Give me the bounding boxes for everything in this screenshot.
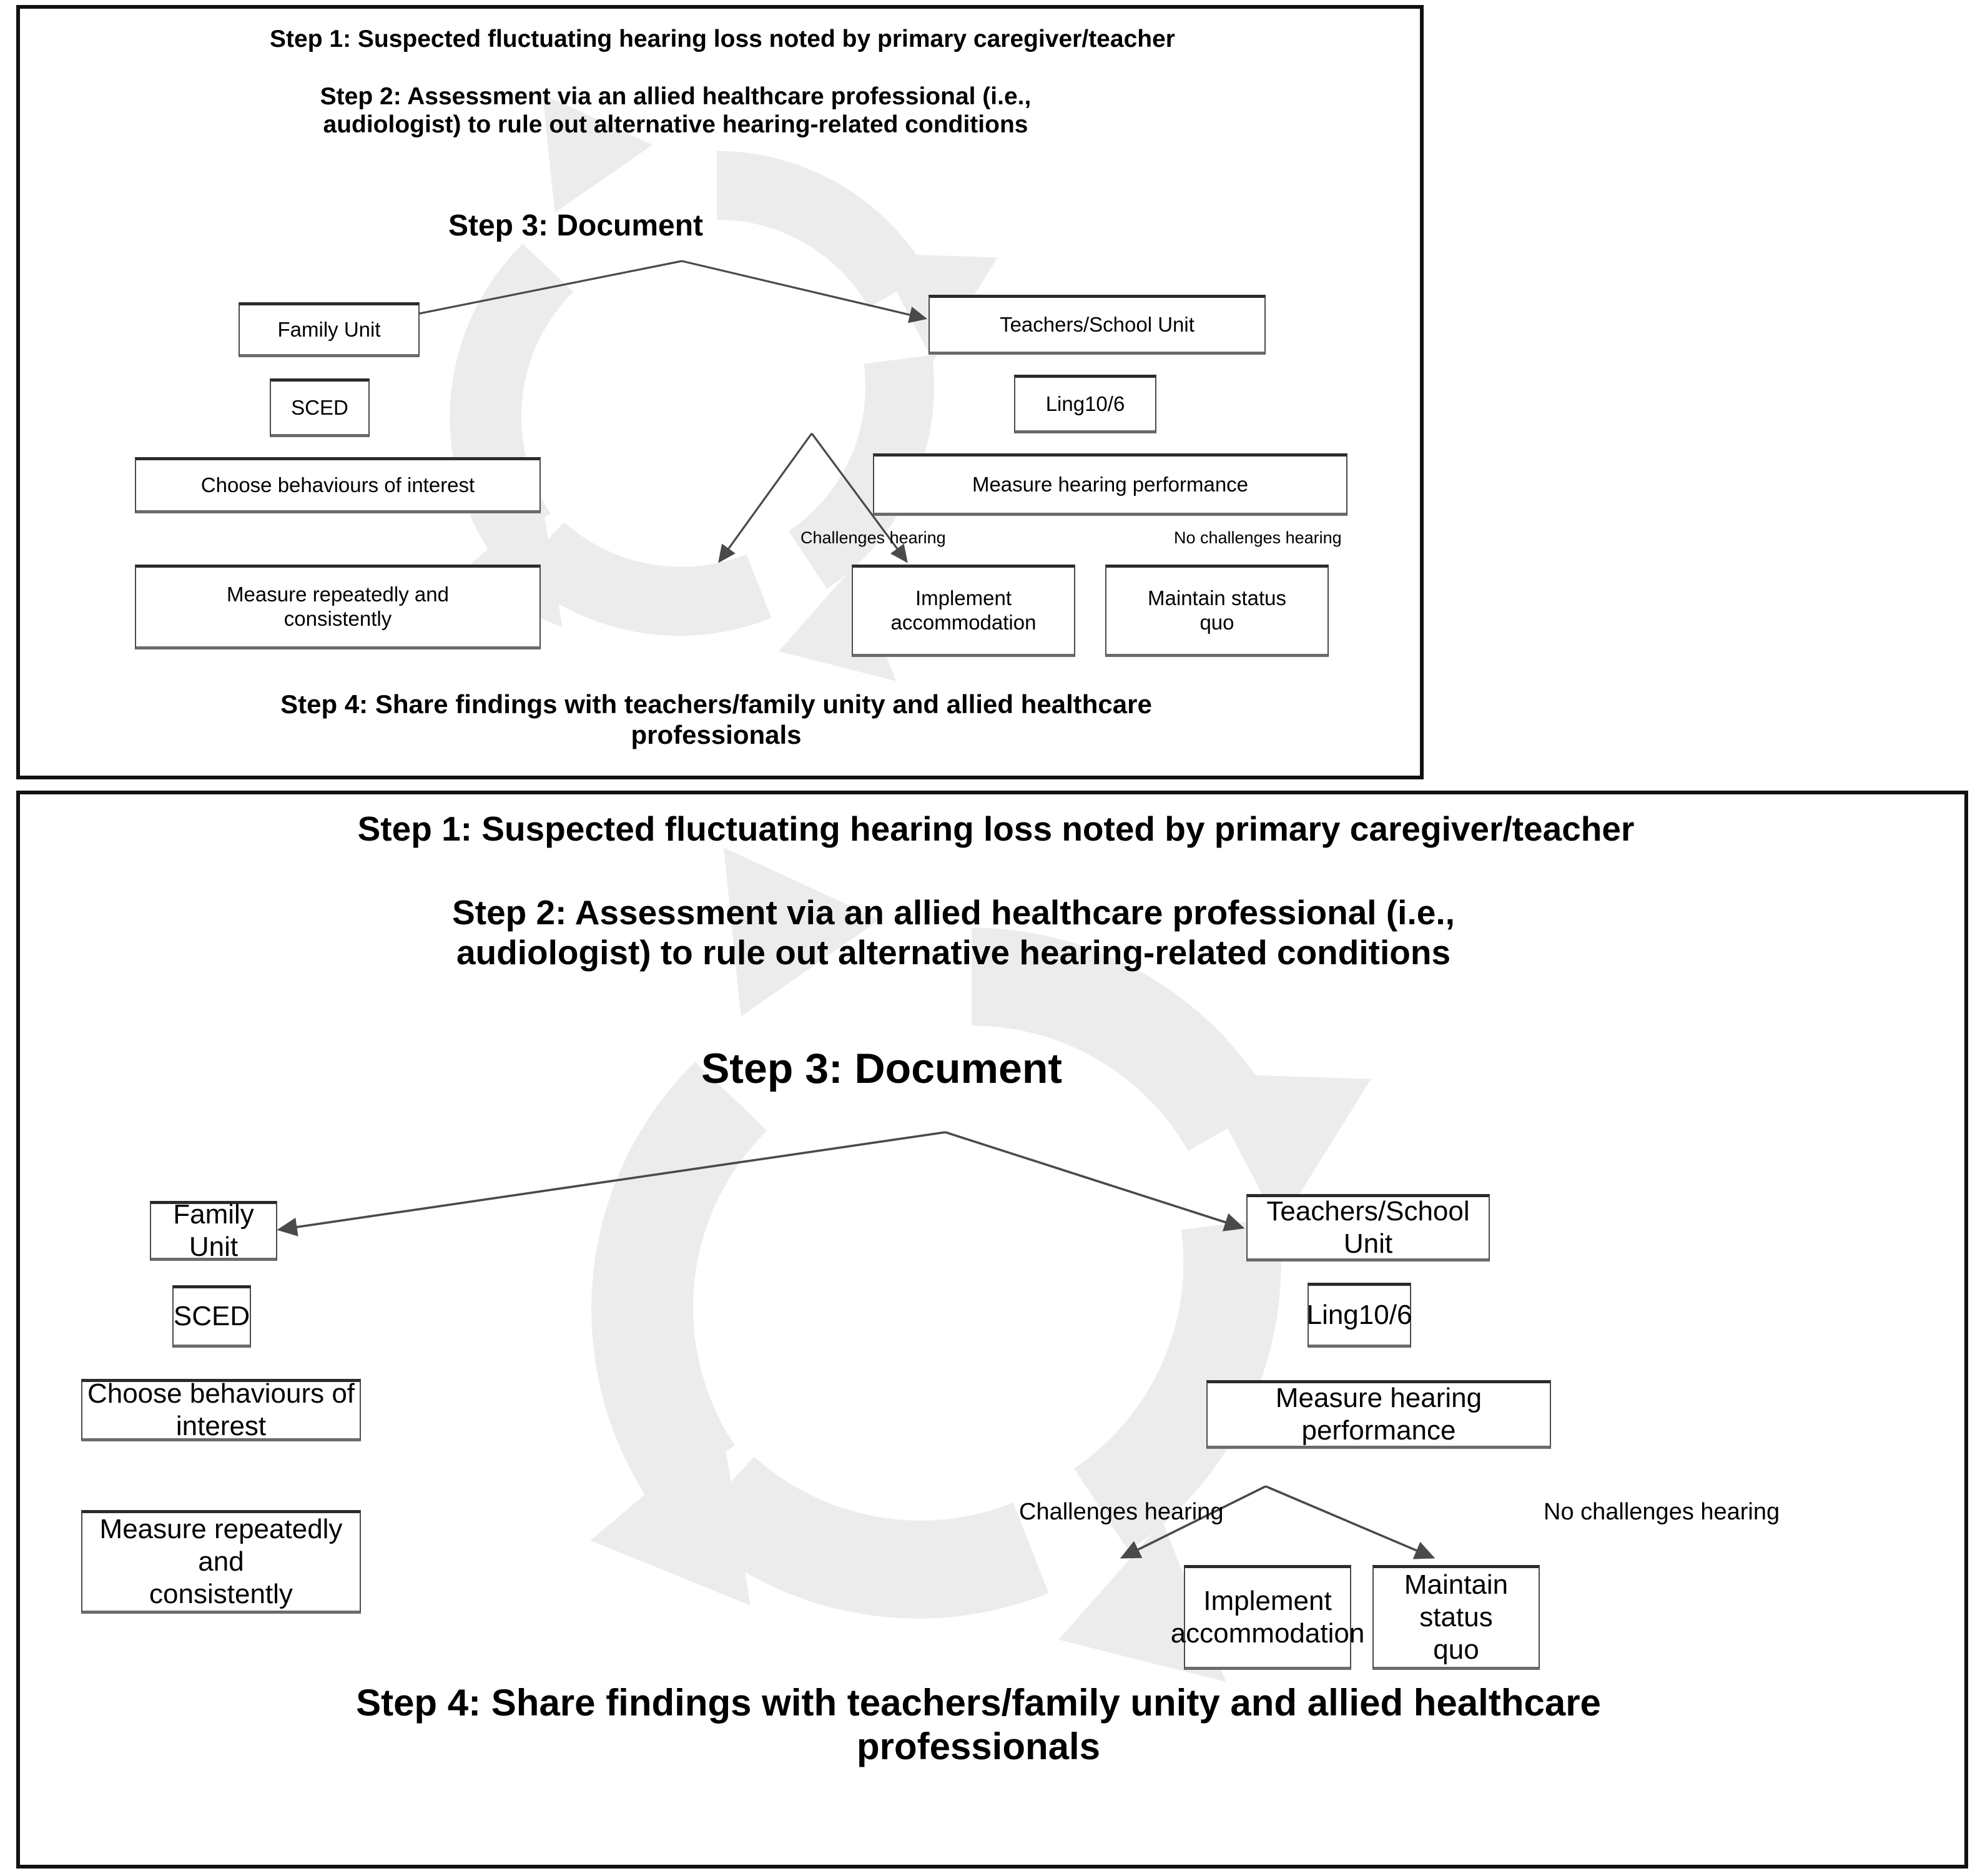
box-measure-repeatedly-bottom[interactable]: Measure repeatedly and consistently <box>81 1510 361 1614</box>
box-label: Measure hearing performance <box>1275 1383 1482 1446</box>
step4-heading-bottom: Step 4: Share findings with teachers/fam… <box>356 1682 1601 1767</box>
box-label: Measure repeatedly and consistently <box>99 1514 343 1609</box>
box-family-unit-top[interactable]: Family Unit <box>239 302 420 357</box>
box-label: Measure hearing performance <box>972 472 1249 496</box>
box-sced-top[interactable]: SCED <box>270 378 370 437</box>
box-label: Teachers/School Unit <box>1266 1196 1470 1259</box>
box-label: SCED <box>173 1301 250 1332</box>
box-implement-accommodation-top[interactable]: Implement accommodation <box>852 565 1075 657</box>
edge-measure-to-maintain <box>1265 1485 1436 1559</box>
box-label: Teachers/School Unit <box>1000 312 1194 336</box>
box-label: Implement accommodation <box>1170 1586 1365 1649</box>
box-teachers-school-unit-top[interactable]: Teachers/School Unit <box>928 295 1266 355</box>
box-label: Choose behaviours of interest <box>200 473 475 496</box>
step4-heading-top: Step 4: Share findings with teachers/fam… <box>280 689 1152 749</box>
box-label: Ling10/6 <box>1306 1300 1412 1331</box>
box-label: Maintain status quo <box>1404 1569 1509 1665</box>
box-measure-hearing-bottom[interactable]: Measure hearing performance <box>1206 1380 1551 1449</box>
top-panel: Step 1: Suspected fluctuating hearing lo… <box>16 5 1424 779</box>
box-label: Family Unit <box>277 317 381 341</box>
box-label: Measure repeatedly and consistently <box>227 583 449 630</box>
box-maintain-status-quo-top[interactable]: Maintain status quo <box>1105 565 1329 657</box>
box-label: Implement accommodation <box>890 586 1037 634</box>
edge-doc-to-teachers <box>681 260 928 323</box>
box-ling-bottom[interactable]: Ling10/6 <box>1306 1283 1412 1348</box>
step3-heading-bottom: Step 3: Document <box>701 1045 1063 1092</box>
edge-measure-to-implement <box>718 433 813 563</box>
box-ling-top[interactable]: Ling10/6 <box>1014 375 1156 433</box>
box-measure-hearing-top[interactable]: Measure hearing performance <box>873 453 1347 516</box>
box-label: Family Unit <box>173 1199 254 1262</box>
edge-doc-to-family <box>277 1131 946 1237</box>
edge-doc-to-family <box>392 260 682 324</box>
bottom-panel: Step 1: Suspected fluctuating hearing lo… <box>16 791 1968 1869</box>
step2-heading-top: Step 2: Assessment via an allied healthc… <box>320 83 1032 139</box>
edge-label-no-challenges-top: No challenges hearing <box>1174 528 1342 547</box>
edge-label-challenges-bottom: Challenges hearing <box>1019 1499 1224 1525</box>
box-sced-bottom[interactable]: SCED <box>172 1285 251 1348</box>
box-label: Maintain status quo <box>1148 586 1286 634</box>
edge-doc-to-teachers <box>945 1131 1245 1232</box>
box-implement-accommodation-bottom[interactable]: Implement accommodation <box>1171 1565 1364 1670</box>
box-label: SCED <box>291 395 348 419</box>
box-family-unit-bottom[interactable]: Family Unit <box>150 1199 277 1262</box>
box-choose-behaviours-top[interactable]: Choose behaviours of interest <box>135 457 541 513</box>
box-maintain-status-quo-bottom[interactable]: Maintain status quo <box>1372 1565 1540 1670</box>
edge-label-challenges-top: Challenges hearing <box>800 528 946 547</box>
box-label: Choose behaviours of interest <box>87 1378 355 1441</box>
box-measure-repeatedly-top[interactable]: Measure repeatedly and consistently <box>135 565 541 649</box>
edge-label-no-challenges-bottom: No challenges hearing <box>1544 1499 1780 1525</box>
step2-heading-bottom: Step 2: Assessment via an allied healthc… <box>452 893 1455 972</box>
step3-heading-top: Step 3: Document <box>448 209 704 242</box>
step1-heading-top: Step 1: Suspected fluctuating hearing lo… <box>270 26 1175 52</box>
step1-heading-bottom: Step 1: Suspected fluctuating hearing lo… <box>357 809 1635 848</box>
box-teachers-school-unit-bottom[interactable]: Teachers/School Unit <box>1246 1194 1490 1261</box>
box-label: Ling10/6 <box>1045 392 1125 415</box>
box-choose-behaviours-bottom[interactable]: Choose behaviours of interest <box>81 1378 361 1441</box>
